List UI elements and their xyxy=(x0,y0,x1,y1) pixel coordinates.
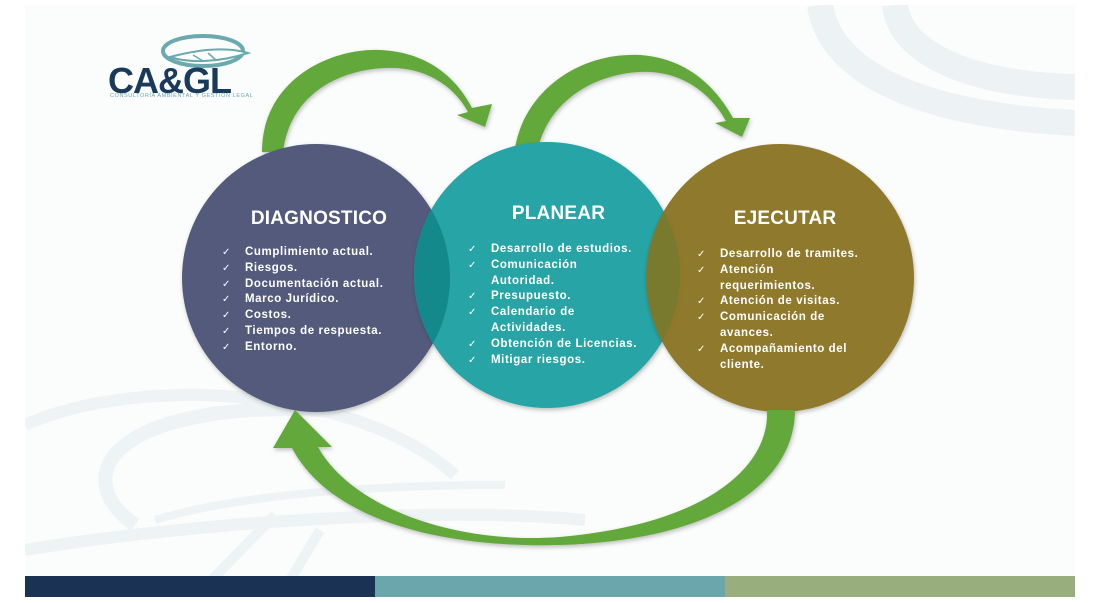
check-icon: ✓ xyxy=(222,310,231,322)
stage-items: ✓Desarrollo de estudios. ✓Comunicación A… xyxy=(466,242,646,368)
check-icon: ✓ xyxy=(222,341,231,353)
stage-items: ✓Cumplimiento actual. ✓Riesgos. ✓Documen… xyxy=(220,245,410,356)
list-item: ✓Comunicación Autoridad. xyxy=(468,258,578,287)
list-item: ✓Acompañamiento del cliente. xyxy=(697,342,848,371)
list-item: ✓Tiempos de respuesta. xyxy=(220,324,410,340)
list-item: ✓Desarrollo de estudios. xyxy=(466,242,646,258)
check-icon: ✓ xyxy=(468,307,477,319)
check-icon: ✓ xyxy=(222,278,231,290)
list-item: ✓Obtención de Licencias. xyxy=(466,337,646,353)
check-icon: ✓ xyxy=(468,244,477,255)
check-icon: ✓ xyxy=(697,264,706,276)
stage-planear: PLANEAR ✓Desarrollo de estudios. ✓Comuni… xyxy=(466,203,651,368)
logo-tagline: CONSULTORÍA AMBIENTAL Y GESTIÓN LEGAL xyxy=(110,93,254,99)
check-icon: ✓ xyxy=(468,354,477,366)
list-item: ✓Cumplimiento actual. xyxy=(220,245,410,261)
list-item: ✓Calendario de Actividades. xyxy=(468,306,575,334)
list-item: ✓Marco Jurídico. xyxy=(220,292,410,308)
stage-title: DIAGNOSTICO xyxy=(250,208,388,229)
check-icon: ✓ xyxy=(468,259,477,271)
footer-bar-navy xyxy=(25,576,375,597)
list-item: ✓Entorno. xyxy=(220,340,410,356)
circle-ejecutar xyxy=(646,144,914,412)
check-icon: ✓ xyxy=(222,294,231,306)
list-item: ✓Presupuesto. xyxy=(466,289,646,305)
check-icon: ✓ xyxy=(222,247,231,258)
company-logo xyxy=(161,34,252,68)
check-icon: ✓ xyxy=(468,291,477,303)
footer-color-bars xyxy=(25,576,1075,597)
check-icon: ✓ xyxy=(697,249,706,260)
arrow-ejecutar-to-diagnostico xyxy=(273,410,795,546)
check-icon: ✓ xyxy=(468,338,477,350)
stage-items: ✓Desarrollo de tramites. ✓Atención reque… xyxy=(695,247,875,373)
list-item: ✓Comunicación de avances. xyxy=(697,311,825,339)
list-item: ✓Atención de visitas. xyxy=(695,294,875,310)
list-item: ✓Desarrollo de tramites. xyxy=(695,247,875,263)
list-item: ✓Atención requerimientos. xyxy=(697,263,816,292)
check-icon: ✓ xyxy=(222,325,231,337)
list-item: ✓Documentación actual. xyxy=(220,277,410,293)
arrow-diagnostico-to-planear xyxy=(262,49,492,152)
footer-bar-green xyxy=(725,576,1075,597)
footer-bar-teal xyxy=(375,576,725,597)
logo-brand: CA&GL xyxy=(108,60,232,101)
check-icon: ✓ xyxy=(222,262,231,274)
list-item: ✓Riesgos. xyxy=(220,261,410,277)
stage-title: EJECUTAR xyxy=(733,208,837,229)
arrow-planear-to-ejecutar xyxy=(515,54,750,148)
check-icon: ✓ xyxy=(697,312,706,324)
check-icon: ✓ xyxy=(697,343,706,355)
circle-planear xyxy=(414,142,680,408)
check-icon: ✓ xyxy=(697,296,706,308)
list-item: ✓Mitigar riesgos. xyxy=(466,353,646,369)
stage-diagnostico: DIAGNOSTICO ✓Cumplimiento actual. ✓Riesg… xyxy=(220,208,410,356)
stage-ejecutar: EJECUTAR ✓Desarrollo de tramites. ✓Atenc… xyxy=(695,208,875,373)
stage-title: PLANEAR xyxy=(511,203,606,224)
list-item: ✓Costos. xyxy=(220,308,410,324)
circle-diagnostico xyxy=(182,144,450,412)
